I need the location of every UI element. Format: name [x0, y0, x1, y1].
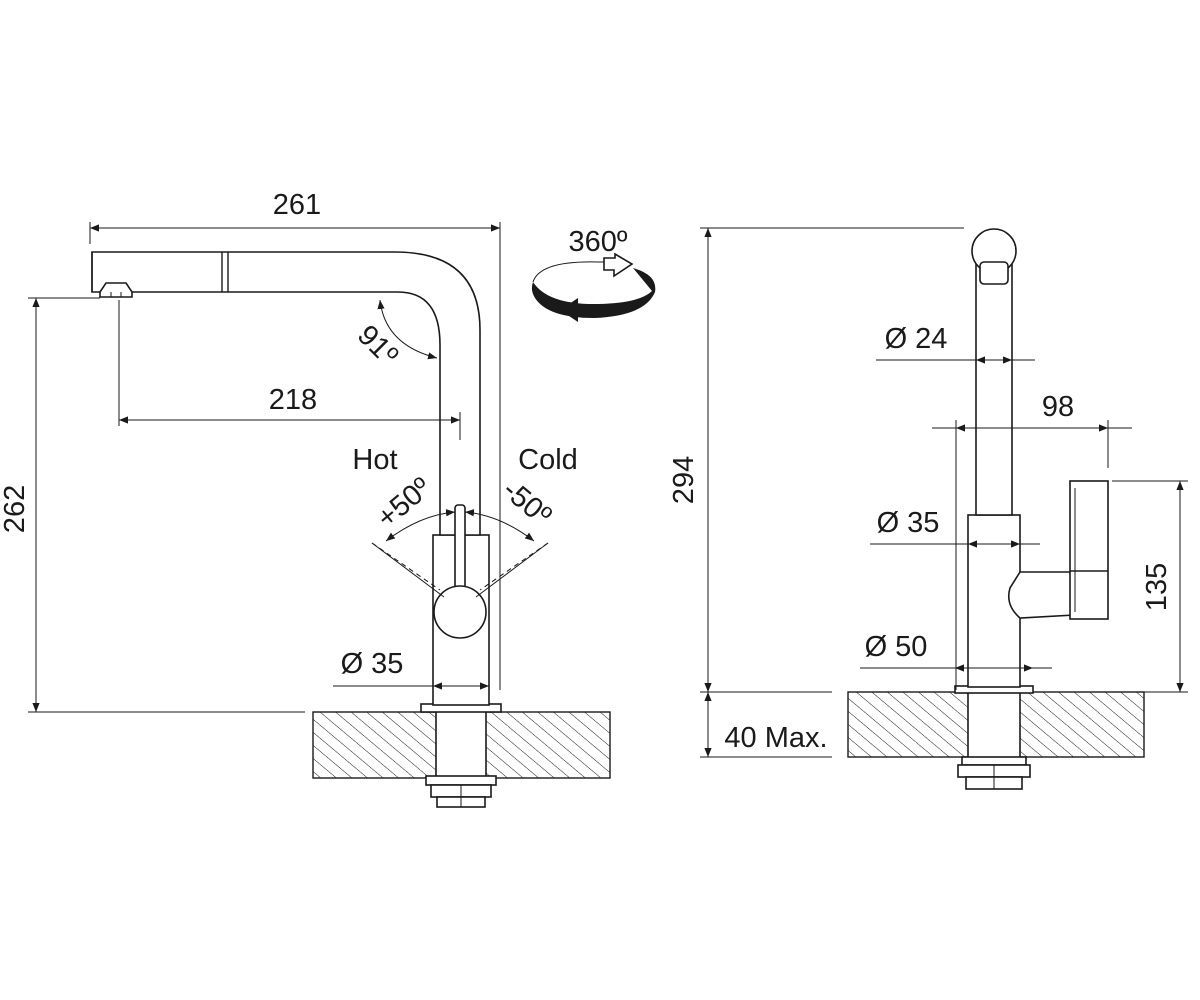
- cold-label: Cold: [518, 444, 578, 476]
- base-diameter-label: Ø 35: [341, 648, 404, 680]
- dim-spout-angle-label: 91º: [351, 319, 404, 372]
- tube-diameter-label: Ø 24: [885, 323, 948, 355]
- total-height-label: 294: [668, 456, 700, 504]
- dim-counter-thickness: 40 Max.: [700, 692, 832, 758]
- dim-spout-angle: 91º: [351, 299, 438, 372]
- flange-diameter-label: Ø 50: [865, 631, 928, 663]
- rotation-label: 360º: [569, 226, 628, 258]
- side-countertop: [312, 703, 611, 808]
- hot-label: Hot: [352, 444, 397, 476]
- dim-tube-diameter: Ø 24: [876, 323, 1035, 364]
- body-diameter-label: Ø 35: [877, 507, 940, 539]
- dim-reach: 218: [118, 300, 461, 440]
- front-countertop: [847, 685, 1145, 790]
- dim-body-diameter: Ø 35: [870, 507, 1040, 548]
- dim-width-total-label: 261: [273, 189, 321, 221]
- hot-angle-label: +50º: [371, 471, 438, 534]
- dim-reach-label: 218: [269, 384, 317, 416]
- dim-base-diameter: Ø 35: [333, 648, 489, 690]
- front-view: 294 40 Max. Ø 24 98 Ø: [668, 227, 1188, 790]
- side-faucet: [91, 251, 549, 706]
- dim-spout-height: 262: [0, 297, 305, 713]
- counter-thickness-label: 40 Max.: [724, 722, 827, 754]
- rotation-icon: 360º: [531, 226, 656, 322]
- dim-handle-offset: 98: [932, 391, 1132, 690]
- side-view: 261 218 262 91º 360º: [0, 189, 656, 808]
- handle-height-label: 135: [1141, 563, 1173, 611]
- dim-spout-height-label: 262: [0, 485, 31, 533]
- dim-total-height: 294: [668, 227, 964, 693]
- handle-offset-label: 98: [1042, 391, 1074, 423]
- dim-handle-height: 135: [1036, 480, 1188, 693]
- dim-width-total: 261: [89, 189, 501, 690]
- dim-flange-diameter: Ø 50: [860, 631, 1052, 672]
- front-faucet: [967, 228, 1109, 688]
